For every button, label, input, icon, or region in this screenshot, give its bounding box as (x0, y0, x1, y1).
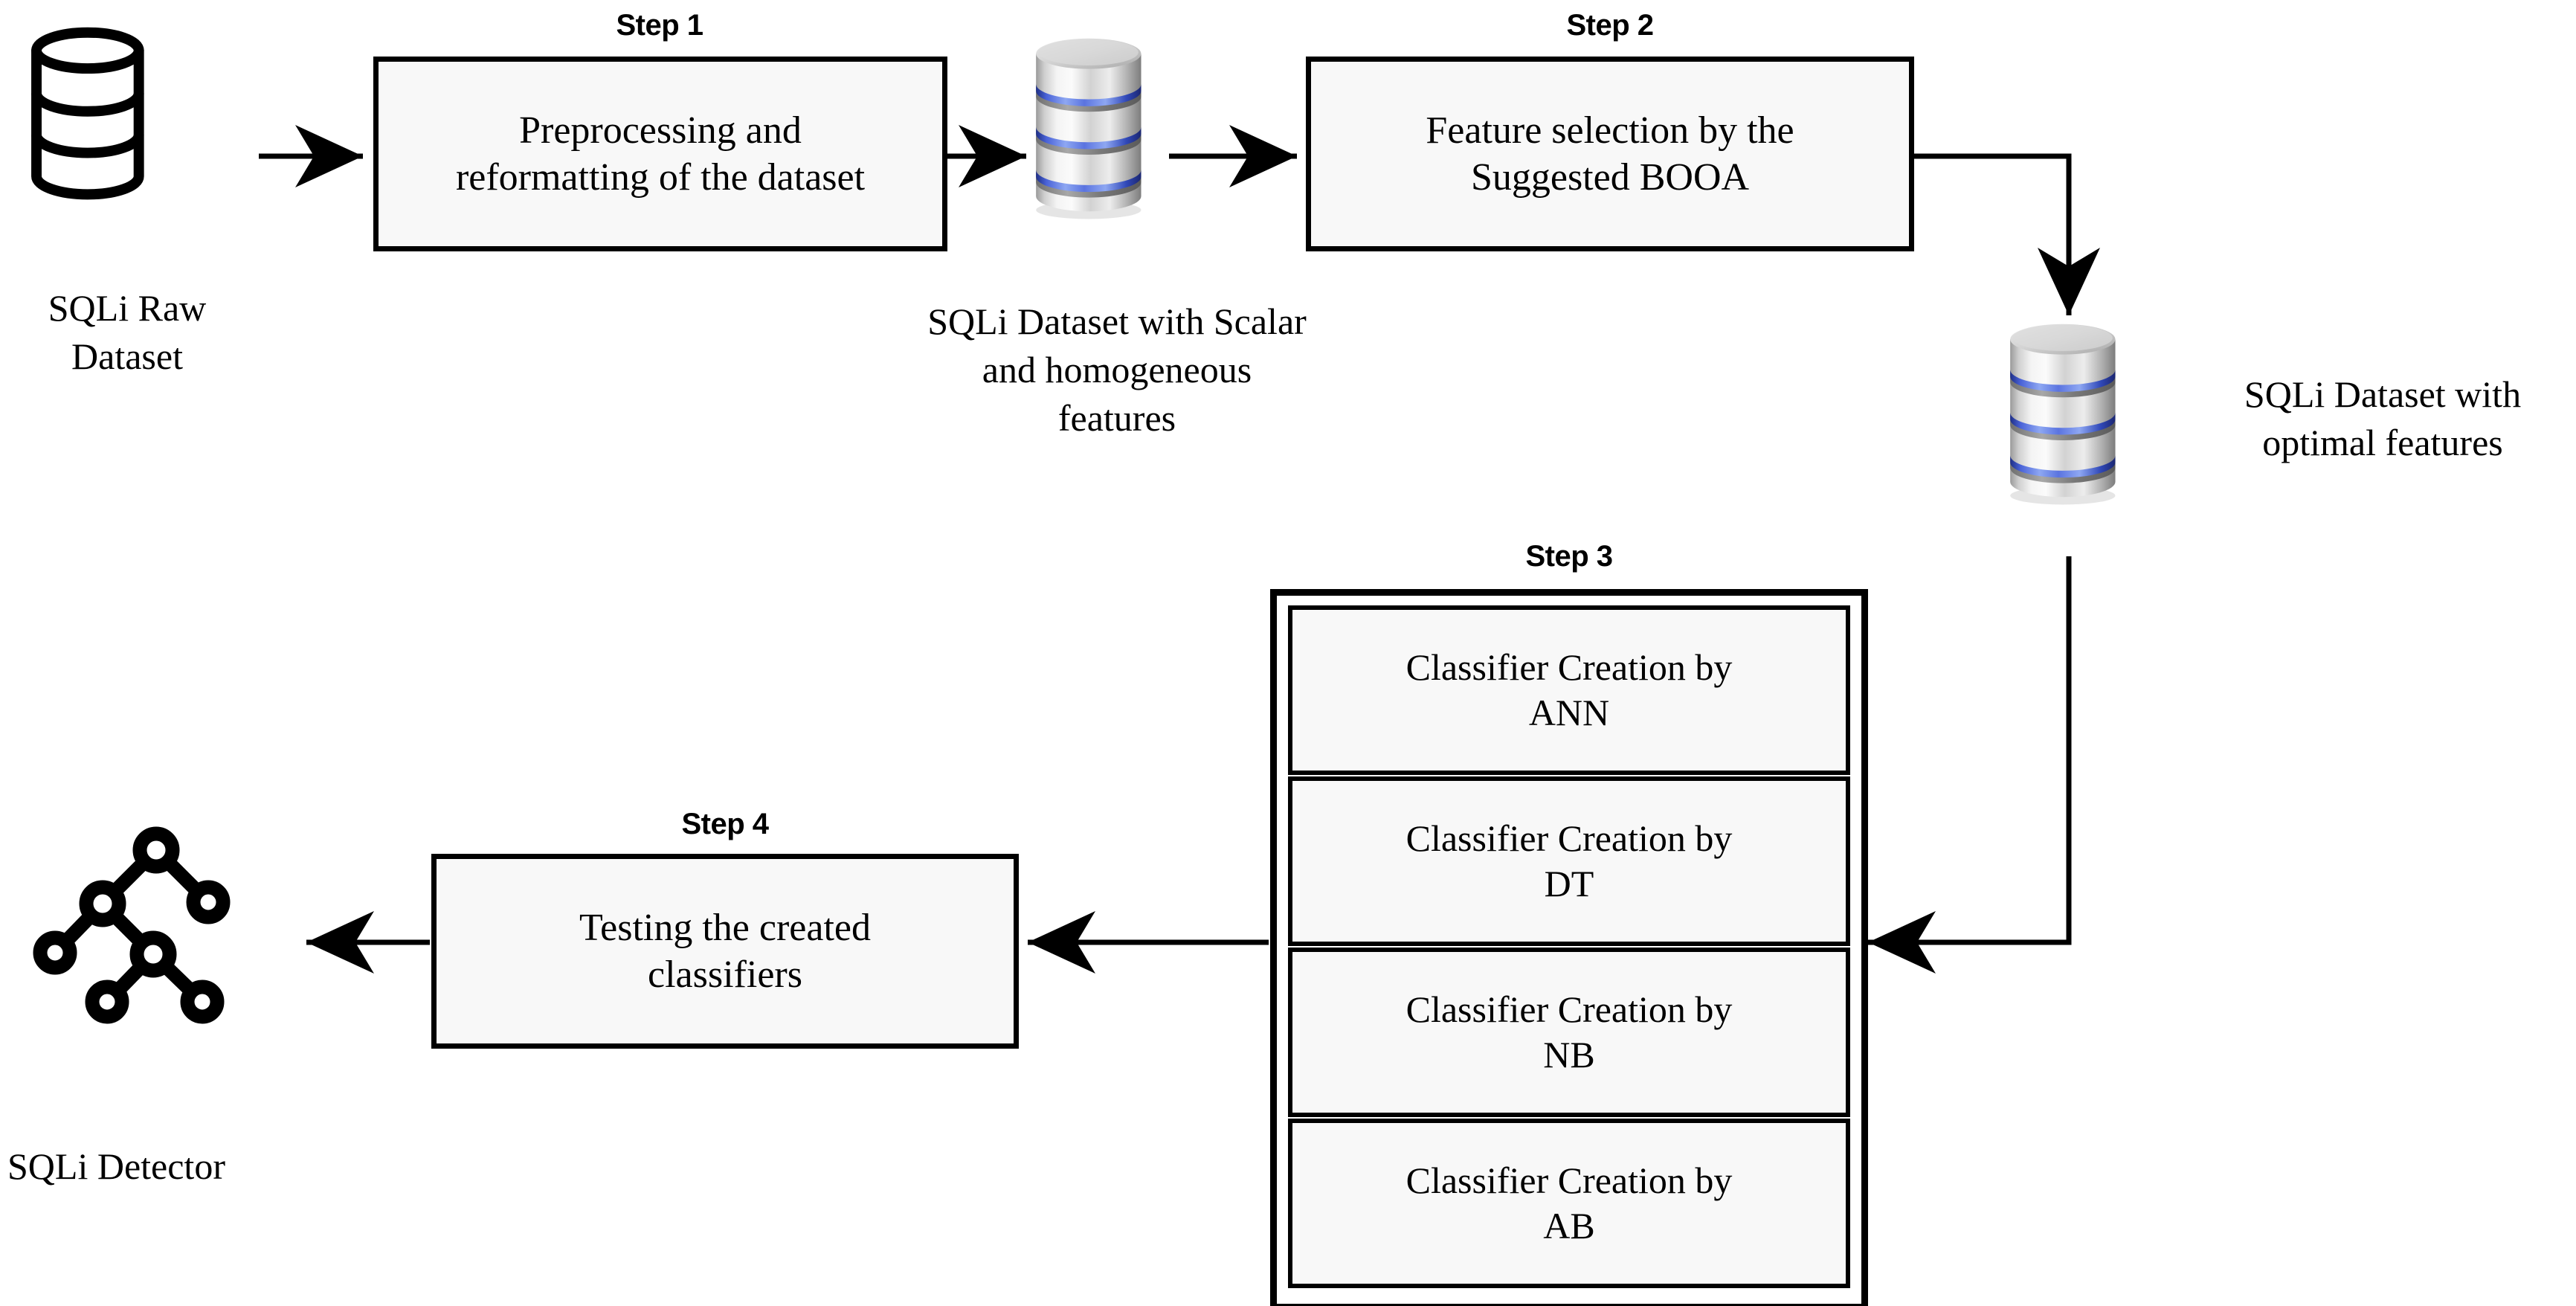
classifier-dt-line1: Classifier Creation by (1405, 817, 1733, 859)
classifier-ab-line2: AB (1543, 1205, 1595, 1247)
step-2-box[interactable]: Feature selection by the Suggested BOOA (1306, 57, 1914, 251)
classifier-nb-line2: NB (1543, 1034, 1595, 1075)
database-cylinder-3d-icon-optimal (2010, 324, 2116, 505)
step-2-label: Step 2 (1566, 9, 1654, 42)
scalar-dataset-caption: SQLi Dataset with Scalar and homogeneous… (812, 297, 1422, 443)
connector-optimal-db-to-step3 (1868, 556, 2072, 974)
raw-dataset-caption-line2: Dataset (71, 335, 183, 377)
step-4-label: Step 4 (681, 808, 769, 840)
classifier-dt-line2: DT (1544, 863, 1594, 904)
step-1-box[interactable]: Preprocessing and reformatting of the da… (373, 57, 947, 251)
optimal-dataset-caption-line2: optimal features (2262, 422, 2503, 463)
scalar-dataset-caption-line2: and homogeneous (982, 349, 1252, 390)
optimal-dataset-caption-line1: SQLi Dataset with (2244, 373, 2522, 415)
raw-dataset-caption-line1: SQLi Raw (48, 287, 207, 329)
classifier-box-ann[interactable]: Classifier Creation by ANN (1288, 605, 1850, 775)
step-1-text-line2: reformatting of the dataset (455, 156, 866, 199)
step-4-text-line1: Testing the created (579, 906, 871, 949)
classifier-box-ab[interactable]: Classifier Creation by AB (1288, 1119, 1850, 1288)
scalar-dataset-caption-line1: SQLi Dataset with Scalar (927, 300, 1307, 342)
step-4-box[interactable]: Testing the created classifiers (431, 854, 1019, 1049)
scalar-dataset-caption-line3: features (1057, 397, 1176, 439)
classifier-nb-line1: Classifier Creation by (1405, 988, 1733, 1030)
optimal-dataset-caption: SQLi Dataset with optimal features (2189, 370, 2576, 467)
classifier-ann-line1: Classifier Creation by (1405, 646, 1733, 688)
classifier-ann-line2: ANN (1528, 692, 1610, 733)
detector-caption: SQLi Detector (7, 1145, 225, 1187)
classifier-box-nb[interactable]: Classifier Creation by NB (1288, 948, 1850, 1117)
step-1-label: Step 1 (616, 9, 703, 42)
connector-step2-to-optimal-db (1913, 153, 2100, 315)
step-1-text-line1: Preprocessing and (519, 109, 802, 152)
classifier-box-dt[interactable]: Classifier Creation by DT (1288, 776, 1850, 946)
decision-tree-icon (40, 834, 223, 1017)
database-cylinder-icon-raw (36, 33, 139, 195)
step-4-text-line2: classifiers (648, 953, 802, 996)
step-2-text-line2: Suggested BOOA (1470, 156, 1750, 199)
database-cylinder-3d-icon-scalar (1036, 38, 1142, 219)
step-3-label: Step 3 (1525, 540, 1613, 573)
step-2-text-line1: Feature selection by the (1426, 109, 1794, 152)
classifier-ab-line1: Classifier Creation by (1405, 1159, 1733, 1201)
raw-dataset-caption: SQLi Raw Dataset (4, 284, 250, 381)
